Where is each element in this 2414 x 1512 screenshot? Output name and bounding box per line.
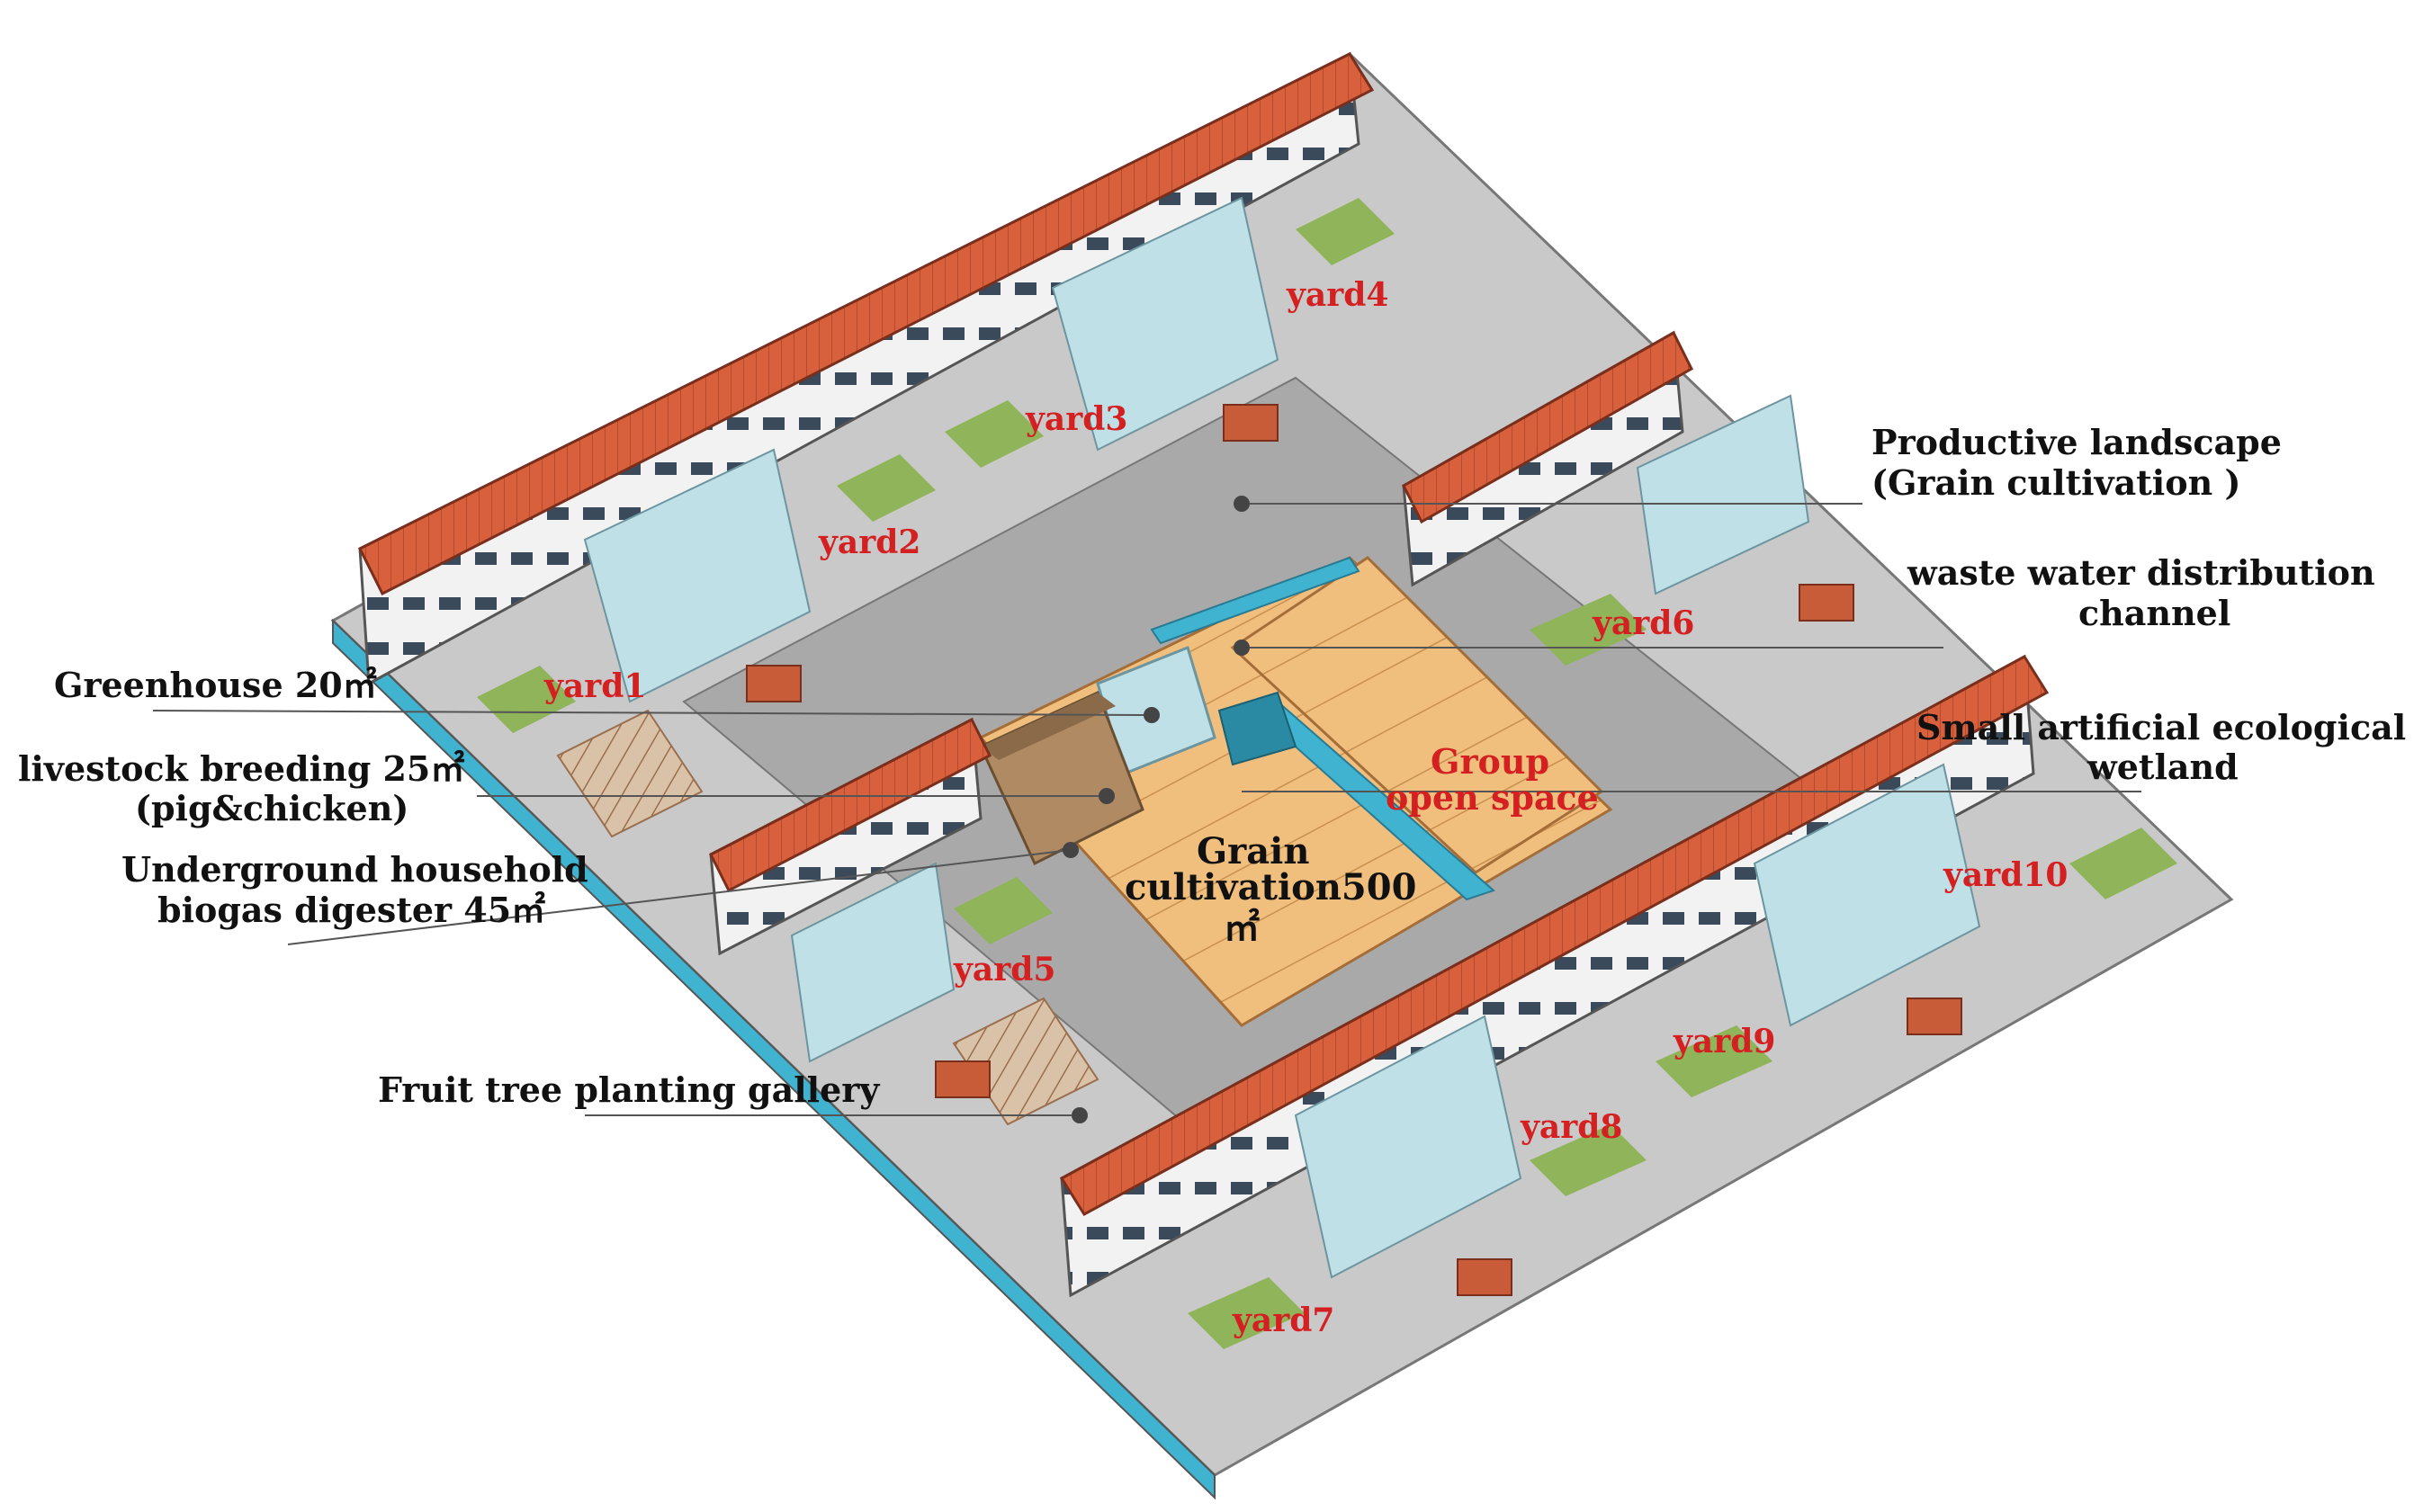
leader-dot-waste-water [1234,640,1250,656]
label-wetland: Small artificial ecological [1916,707,2406,747]
greenhouse-yard6 [1636,394,1810,595]
house-row-left-middle-roof [708,717,992,893]
yard-label-7: yard7 [1232,1302,1334,1339]
yard-grass-4 [1296,198,1395,265]
label-biogas-sub: biogas digester 45㎡ [157,890,545,930]
label-grain-unit: ㎡ [1224,907,1260,949]
leader-dot-fruit-gallery [1072,1107,1088,1123]
greenhouse-yard3 [1051,196,1279,452]
yard-label-8: yard8 [1520,1108,1622,1146]
livestock-shed-roof [981,693,1116,760]
leader-biogas [287,849,1072,945]
label-grain-sub: cultivation500 [1125,866,1416,908]
leader-dot-greenhouse [1144,707,1160,723]
yard-label-10: yard10 [1943,856,2068,894]
leader-dot-productive [1234,496,1250,512]
greenhouse-yard10 [1753,763,1981,1027]
house-row-right-upper-roof [1402,330,1693,524]
fruit-tree-gallery-top [556,709,704,838]
artificial-wetland [1217,691,1297,766]
label-fruit-gallery: Fruit tree planting gallery [378,1069,880,1110]
yard-grass-1 [477,666,576,733]
label-livestock: livestock breeding 25㎡ [18,748,464,789]
house-row-bottom-roof [1059,655,2050,1216]
label-waste-water: waste water distribution [1907,552,2375,593]
gate-yard3 [1223,404,1279,442]
label-productive-landscape: Productive landscape [1871,422,2282,462]
label-livestock-sub: (pig&chicken) [135,788,408,828]
yard-label-1: yard1 [543,667,646,705]
leader-dot-livestock [1099,788,1115,804]
label-biogas: Underground household [121,849,588,890]
gate-yard5 [935,1060,991,1098]
site-base-edge [332,618,1216,1500]
greenhouse-yard1 [583,448,812,703]
house-row-top-roof [357,52,1375,596]
yard-grass-5 [954,877,1053,944]
waste-water-channel [1150,556,1360,645]
yard-grass-8 [1530,1124,1647,1196]
label-group-open-sub: open space [1386,777,1599,818]
greenhouse-yard5 [790,862,956,1063]
yard-label-4: yard4 [1286,276,1388,314]
yard-label-2: yard2 [818,523,920,561]
yard-grass-7 [1188,1277,1305,1349]
yard-grass-2 [837,454,936,522]
yard-grass-9 [1656,1025,1772,1097]
label-wetland-sub: wetland [2086,747,2239,787]
greenhouse-yard8 [1294,1015,1522,1279]
label-group-open: Group [1431,741,1549,782]
yard-label-6: yard6 [1592,604,1694,642]
leader-dot-biogas [1063,842,1079,858]
yard-label-5: yard5 [953,951,1055,989]
leader-greenhouse [152,710,1153,716]
yard-label-9: yard9 [1673,1023,1775,1060]
yard-grass-3 [945,400,1044,468]
label-waste-water-sub: channel [2078,593,2230,633]
yard-label-3: yard3 [1025,400,1127,438]
label-productive-landscape-sub: (Grain cultivation ) [1871,462,2240,503]
yard-grass-10 [2069,828,2177,899]
gate-yard7 [1457,1258,1512,1296]
gate-yard1 [746,665,802,702]
gate-yard9 [1907,998,1962,1035]
label-grain: Grain [1197,830,1309,872]
label-greenhouse: Greenhouse 20㎡ [54,665,377,705]
gate-yard6 [1799,584,1854,622]
